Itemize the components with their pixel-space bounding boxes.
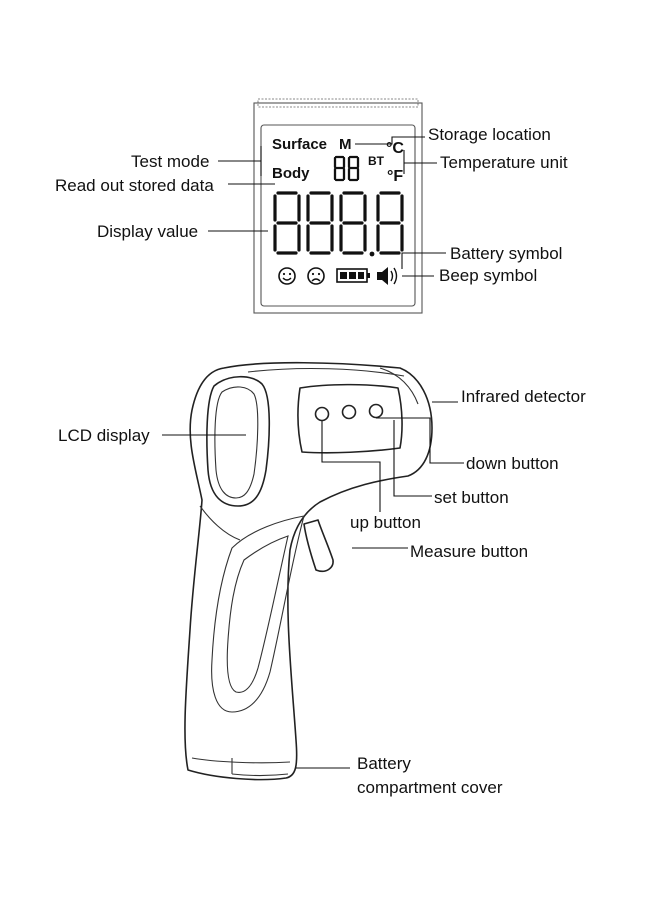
smiley-face-icon	[278, 267, 296, 285]
label-read-out-stored-data: Read out stored data	[55, 176, 214, 195]
device-leaders	[162, 401, 464, 769]
lcd-inner-frame	[260, 124, 416, 307]
leader-temperature-unit	[403, 150, 437, 174]
label-infrared-detector: Infrared detector	[461, 387, 586, 406]
set-button[interactable]	[341, 404, 357, 420]
head-top-band	[247, 367, 405, 377]
label-set-button: set button	[434, 488, 509, 507]
label-display-value: Display value	[97, 222, 198, 241]
lcd-decimal-point	[369, 251, 375, 257]
label-battery-cover-line2: compartment cover	[357, 778, 503, 797]
lcd-panel: Surface M Body BT °C °F	[253, 98, 423, 314]
leader-up-button	[321, 421, 381, 512]
label-storage-location: Storage location	[428, 125, 551, 144]
up-button[interactable]	[314, 406, 330, 422]
lcd-m-text: M	[339, 136, 352, 153]
measure-trigger	[303, 519, 334, 573]
grip-inner-panel-highlight	[226, 535, 289, 693]
lcd-surface-text: Surface	[272, 136, 327, 153]
leader-set-button	[393, 420, 432, 497]
lcd-fahrenheit-text: °F	[387, 168, 403, 185]
lcd-big-digit	[376, 191, 404, 255]
label-battery-symbol: Battery symbol	[450, 244, 562, 263]
leader-down-button	[376, 417, 464, 464]
label-beep-symbol: Beep symbol	[439, 266, 537, 285]
lcd-leaders	[208, 136, 446, 277]
lcd-celsius-text: °C	[386, 140, 404, 157]
label-temperature-unit: Temperature unit	[440, 153, 568, 172]
lcd-big-digits	[273, 191, 404, 257]
lcd-body-text: Body	[272, 165, 310, 182]
head-front-band	[379, 367, 419, 405]
sad-face-icon	[307, 267, 325, 285]
lcd-big-digit	[339, 191, 367, 255]
lcd-bezel	[206, 375, 271, 507]
label-up-button: up button	[350, 513, 421, 532]
label-measure-button: Measure button	[410, 542, 528, 561]
leader-battery-symbol	[401, 252, 446, 269]
lcd-small-digits	[333, 155, 360, 182]
label-down-button: down button	[466, 454, 559, 473]
battery-cover-edge	[231, 758, 289, 777]
speaker-icon	[377, 267, 398, 285]
lcd-small-digit	[333, 155, 346, 182]
label-test-mode: Test mode	[131, 152, 209, 171]
lcd-big-digit	[273, 191, 301, 255]
lcd-big-digit	[306, 191, 334, 255]
battery-cover-seam	[191, 757, 291, 764]
lcd-screen	[214, 386, 259, 499]
grip-side-seam	[199, 505, 241, 541]
battery-icon	[336, 268, 370, 283]
thermometer-device	[184, 361, 433, 781]
lcd-bt-text: BT	[368, 154, 385, 168]
label-battery-cover-line1: Battery	[357, 754, 411, 773]
down-button[interactable]	[368, 403, 384, 419]
lcd-small-digit	[347, 155, 360, 182]
label-lcd-display: LCD display	[58, 426, 150, 445]
leader-storage-location	[355, 136, 425, 145]
grip-inner-panel	[211, 515, 305, 713]
